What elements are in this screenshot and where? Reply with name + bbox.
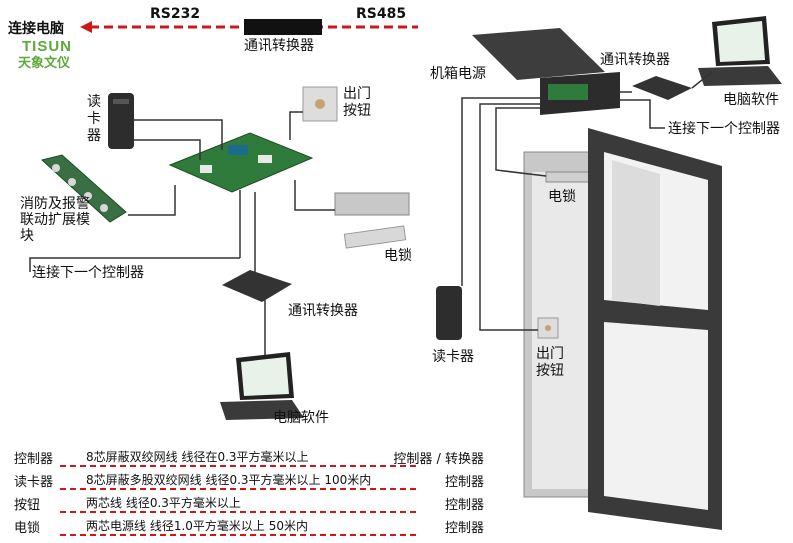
right-card-reader-label: 读卡器: [432, 349, 474, 365]
right-converter-device: [632, 76, 692, 100]
card-reader-device: [108, 93, 134, 149]
cable-row-controller: 控制器 8芯屏蔽双绞网线 线径在0.3平方毫米以上 控制器 / 转换器: [14, 450, 484, 467]
left-next-controller-label: 连接下一个控制器: [32, 265, 144, 281]
cable-row-lock: 电锁 两芯电源线 线径1.0平方毫米以上 50米内 控制器: [14, 519, 484, 536]
right-pc-software-label: 电脑软件: [723, 92, 779, 108]
left-converter-device: [222, 270, 292, 302]
left-wires: [29, 111, 335, 355]
fire-module-label: 消防及报警联动扩展模块: [20, 196, 90, 244]
cable-row-button: 按钮 两芯线 线径0.3平方毫米以上 控制器: [14, 496, 484, 513]
right-next-controller-label: 连接下一个控制器: [668, 121, 780, 137]
rs232-label: RS232: [150, 6, 201, 22]
rs485-label: RS485: [356, 6, 407, 22]
brand-logo: TISUN: [22, 38, 72, 55]
door-lock: [545, 171, 595, 183]
controller-board: [168, 132, 314, 193]
cable-lines: [60, 465, 420, 536]
connect-pc-label: 连接电脑: [8, 21, 64, 37]
left-pc-software-label: 电脑软件: [273, 410, 329, 426]
left-exit-button-label: 出门按钮: [343, 86, 371, 119]
right-exit-button-label: 出门按钮: [536, 346, 564, 379]
top-converter-label: 通讯转换器: [244, 38, 314, 54]
brand-logo-cn: 天象文仪: [18, 56, 71, 71]
left-lock-label: 电锁: [384, 248, 412, 264]
magnetic-lock: [334, 192, 410, 216]
right-converter-label: 通讯转换器: [600, 52, 670, 68]
power-box-lid: [472, 28, 605, 80]
right-lock-label: 电锁: [548, 189, 576, 205]
right-wires: [461, 71, 713, 331]
cable-row-card-reader: 读卡器 8芯屏蔽多股双绞网线 线径0.3平方毫米以上 100米内 控制器: [14, 473, 484, 490]
right-card-reader-device: [436, 286, 462, 340]
arrow-left-icon: [80, 21, 92, 33]
power-label: 机箱电源: [430, 66, 486, 82]
left-converter-label: 通讯转换器: [288, 303, 358, 319]
top-converter-device: [244, 19, 322, 35]
left-card-reader-label: 读卡器: [87, 94, 101, 144]
